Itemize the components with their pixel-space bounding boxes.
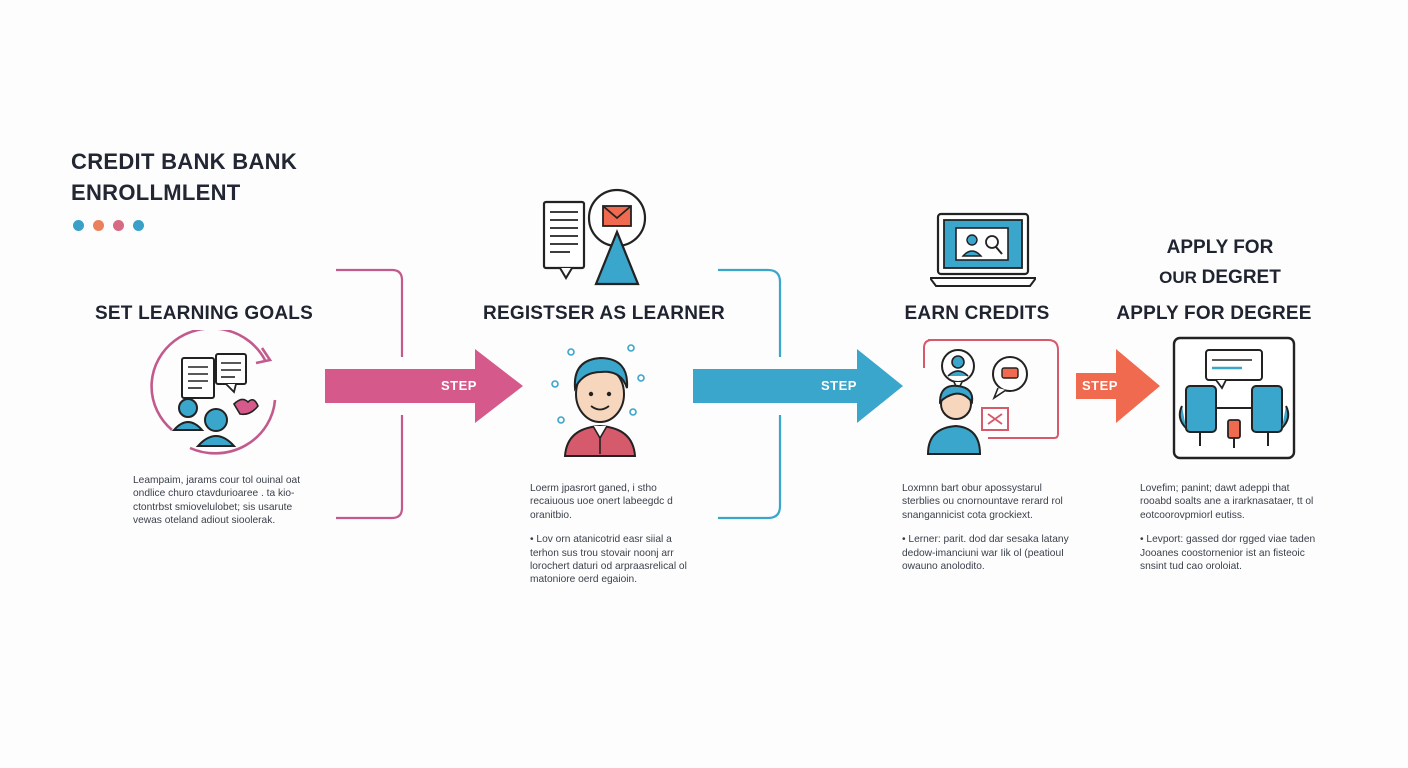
dot-3 [113,220,124,231]
degree-application-icon [1172,336,1296,460]
step-3-bullet: Lerner: parit. dod dar sesaka latany ded… [902,533,1072,573]
degree-subtitle-big: DEGRET [1201,267,1281,288]
arrow-2-label: STEP [821,378,857,393]
online-learning-icon [923,339,1059,455]
arrow-1-label: STEP [441,378,477,393]
step-3-title: EARN CREDITS [904,303,1050,324]
step-2-paragraph: Loerm jpasrort ganed, i stho recaiuous u… [530,483,673,521]
step-3-paragraph: Loxmnn bart obur apossystarul sterblies … [902,483,1063,521]
dot-4 [133,220,144,231]
step-4-title: APPLY FOR DEGREE [1116,303,1312,324]
dot-2 [93,220,104,231]
learner-avatar-icon [551,344,645,457]
step-2-title: REGISTSER AS LEARNER [483,303,725,324]
degree-subtitle: APPLY FOR OUR DEGRET [1159,233,1281,293]
laptop-video-call-icon [930,212,1036,287]
step-1-title: SET LEARNING GOALS [95,303,313,324]
step-3-description: Loxmnn bart obur apossystarul sterblies … [902,482,1072,584]
registration-form-icon [542,188,647,286]
goals-cycle-icon [150,330,277,455]
step-4-description: Lovefim; panint; dawt adeppi that rooabd… [1140,482,1316,584]
arrow-step-2: STEP [693,349,905,428]
dot-1 [73,220,84,231]
step-1-paragraph: Leampaim, jarams cour tol ouinal oat ond… [133,475,301,527]
step-2-bullet: Lov orn atanicotrid easr siial a terhon … [530,533,690,587]
step-4-bullet: Levport: gassed dor rgged viae taden Joo… [1140,533,1316,573]
arrow-step-1: STEP [325,349,525,428]
step-4-paragraph: Lovefim; panint; dawt adeppi that rooabd… [1140,483,1314,521]
title-line-2: ENROLLMLENT [71,180,241,205]
degree-subtitle-small: OUR [1159,268,1197,287]
arrow-step-3: STEP [1076,349,1162,428]
decorative-dots [73,220,144,231]
arrow-3-label: STEP [1082,378,1118,393]
step-2-description: Loerm jpasrort ganed, i stho recaiuous u… [530,482,690,598]
title-line-1: CREDIT BANK BANK [71,149,298,174]
page-title: CREDIT BANK BANK ENROLLMLENT [71,146,297,208]
degree-subtitle-line-1: APPLY FOR [1166,237,1274,258]
step-1-description: Leampaim, jarams cour tol ouinal oat ond… [133,474,313,539]
